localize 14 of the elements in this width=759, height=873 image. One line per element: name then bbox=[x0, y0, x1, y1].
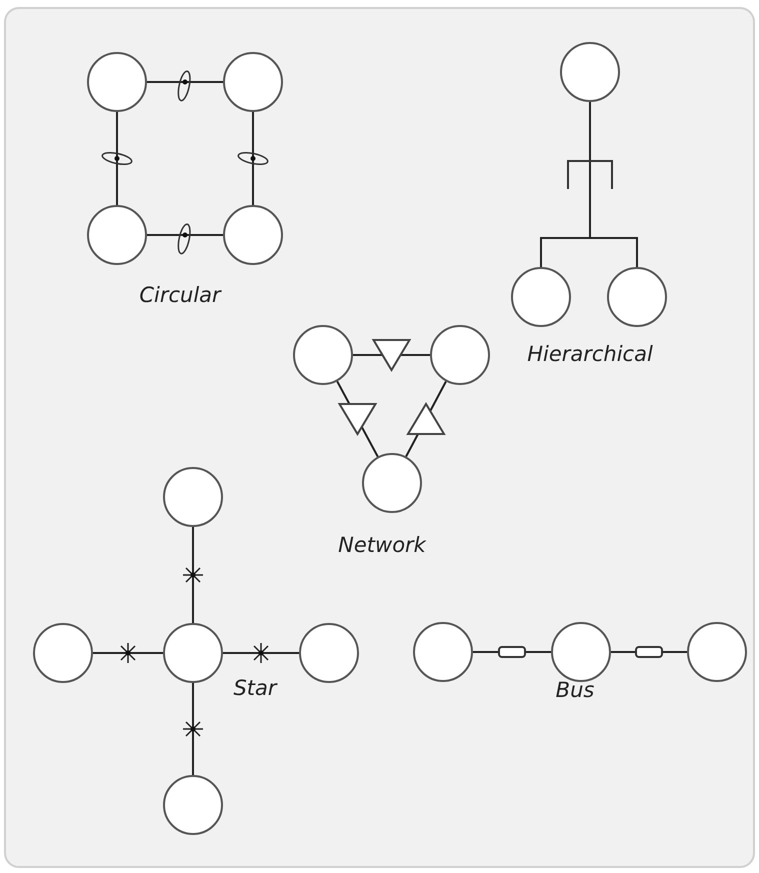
connector-line bbox=[589, 102, 638, 267]
topology-label: Circular bbox=[139, 283, 221, 307]
connector-line bbox=[147, 234, 223, 236]
connector-line bbox=[147, 81, 223, 83]
connector-line bbox=[192, 527, 194, 623]
connector-line bbox=[223, 652, 299, 654]
connector-line bbox=[252, 112, 254, 205]
topology-label: Hierarchical bbox=[527, 342, 653, 366]
topology-label: Star bbox=[233, 676, 277, 700]
connector-line bbox=[192, 683, 194, 775]
topology-label: Network bbox=[338, 533, 426, 557]
connector-line bbox=[116, 112, 118, 205]
connector-line bbox=[93, 652, 163, 654]
topology-label: Bus bbox=[556, 678, 594, 702]
